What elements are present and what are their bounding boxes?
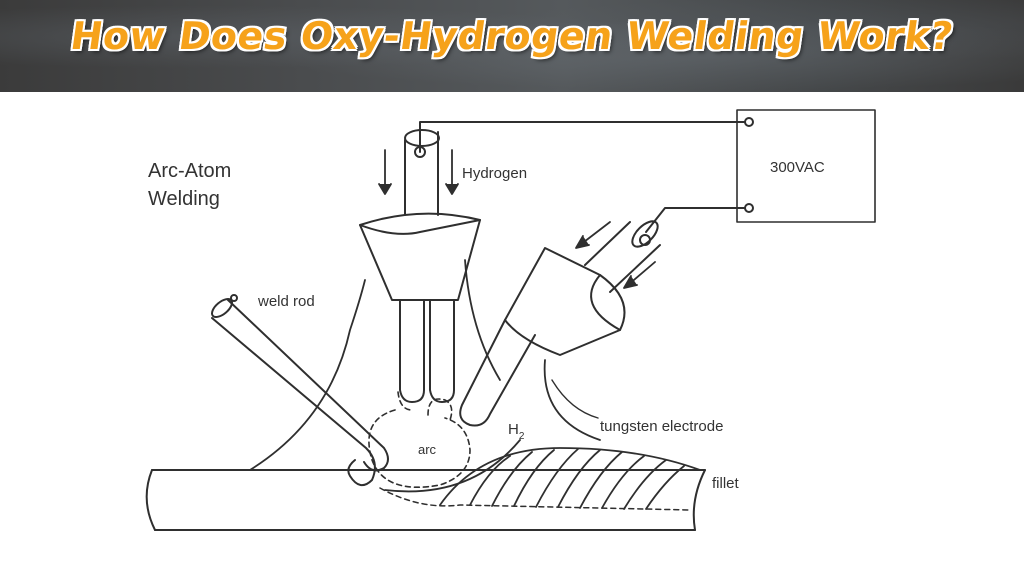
electrode-power-wire xyxy=(645,207,746,233)
torch-power-wire xyxy=(419,117,754,153)
diagram-heading-line1: Arc-Atom xyxy=(148,160,231,182)
weld-rod xyxy=(211,294,389,487)
h2-label: H2 xyxy=(508,421,525,442)
tungsten-electrode-leader xyxy=(551,379,599,419)
hydrogen-torch xyxy=(359,129,481,403)
fillet-label: fillet xyxy=(712,475,740,492)
title-banner: How Does Oxy-Hydrogen Welding Work? xyxy=(0,0,1024,92)
power-supply-label: 300VAC xyxy=(770,159,825,176)
arc-zone xyxy=(368,391,471,488)
h2-label-subscript: 2 xyxy=(519,431,525,442)
flame-envelope xyxy=(249,259,601,493)
h2-label-base: H xyxy=(508,421,519,438)
hydrogen-label: Hydrogen xyxy=(462,165,527,182)
banner-texture xyxy=(0,0,1024,92)
diagram-heading-line2: Welding xyxy=(148,188,220,210)
arc-label: arc xyxy=(418,442,437,457)
tungsten-electrode-label: tungsten electrode xyxy=(600,418,723,435)
tungsten-electrode-torch xyxy=(459,220,661,427)
hydrogen-inflow-arrows xyxy=(378,149,459,195)
electrode-gas-arrows xyxy=(575,221,656,289)
workpiece-plate xyxy=(145,469,706,531)
fillet-weld-bead xyxy=(439,447,701,510)
weld-rod-label: weld rod xyxy=(257,293,315,310)
